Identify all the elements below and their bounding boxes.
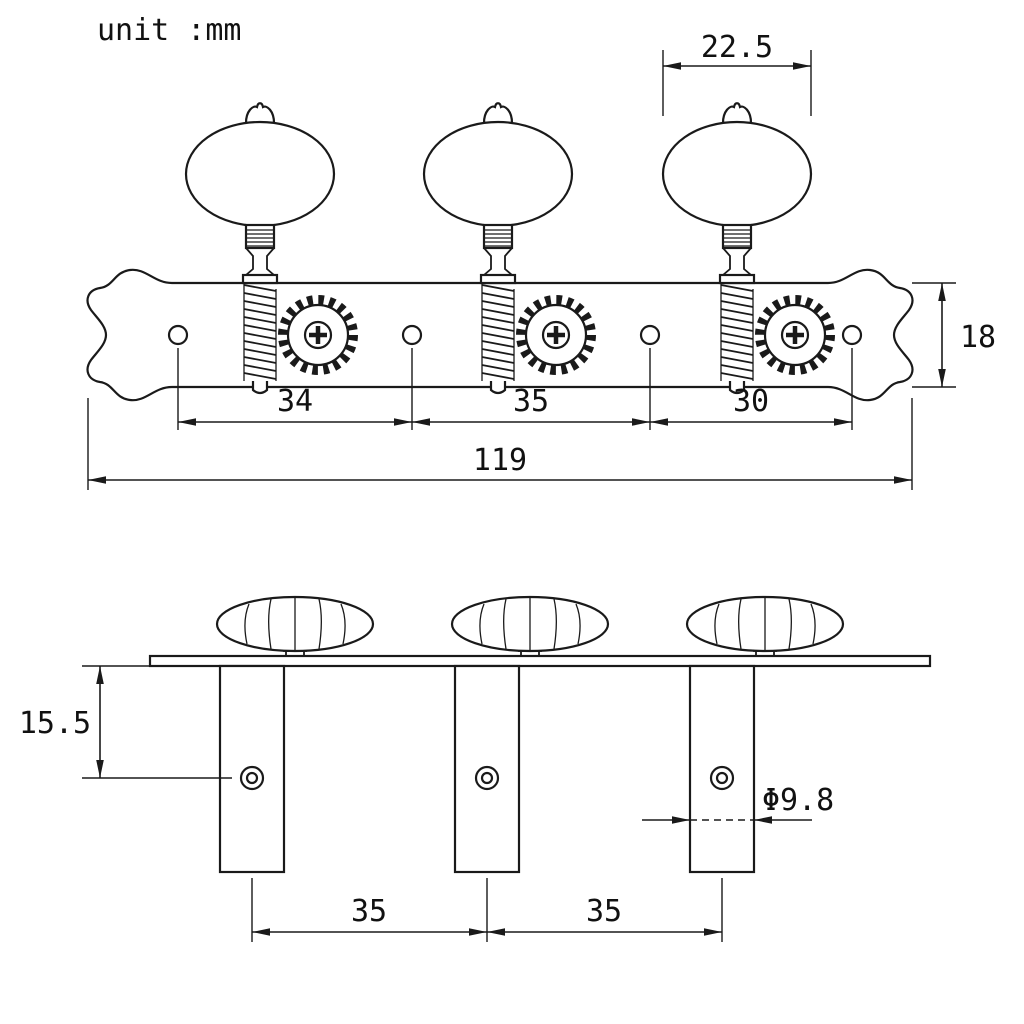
- dim-hole-spacing: 34 35 30: [177, 348, 853, 430]
- side-view: 15.5 Φ9.8 35 35: [19, 595, 932, 942]
- mounting-plate: [86, 268, 914, 402]
- dim-post-diameter: Φ9.8: [642, 783, 834, 824]
- dim-plate-height: 18: [912, 282, 996, 388]
- dim-post-spacing-1-value: 35: [351, 894, 387, 929]
- dim-plate-height-value: 18: [960, 320, 996, 355]
- dim-post-diameter-value: Φ9.8: [762, 783, 834, 818]
- side-knob-2: [450, 595, 610, 658]
- side-knob-1: [215, 595, 375, 658]
- dim-hole-spacing-2-value: 35: [513, 384, 549, 419]
- side-knob-3: [685, 595, 845, 658]
- dim-hole-spacing-1-value: 34: [277, 384, 313, 419]
- baseplate-edge: [148, 654, 932, 668]
- dim-plate-to-hole-value: 15.5: [19, 706, 91, 741]
- dim-knob-width: 22.5: [662, 30, 812, 116]
- top-view: 22.5 18 34 35 30 119: [86, 30, 996, 490]
- dim-post-spacing: 35 35: [251, 878, 723, 942]
- mount-hole-4: [841, 324, 863, 346]
- string-post-1: [218, 664, 286, 874]
- dim-total-length: 119: [87, 398, 913, 490]
- string-post-2: [453, 664, 521, 874]
- dim-hole-spacing-3-value: 30: [733, 384, 769, 419]
- dim-knob-width-value: 22.5: [701, 30, 773, 65]
- mount-hole-1: [167, 324, 189, 346]
- dim-plate-to-hole: 15.5: [19, 665, 232, 779]
- string-post-3: [688, 664, 756, 874]
- dim-total-length-value: 119: [473, 443, 527, 478]
- dim-post-spacing-2-value: 35: [586, 894, 622, 929]
- mount-hole-2: [401, 324, 423, 346]
- units-label: unit :mm: [97, 13, 242, 48]
- mount-hole-3: [639, 324, 661, 346]
